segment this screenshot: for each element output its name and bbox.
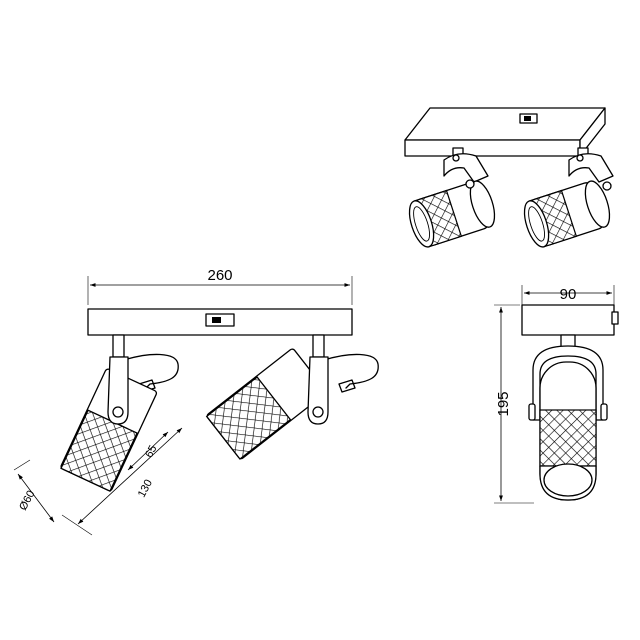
iso-spotlight-left [408, 147, 496, 248]
dimension-label-195: 195 [495, 391, 512, 416]
dimension-diameter: Ø60 [13, 459, 55, 523]
dimension-label-65: 65 [143, 443, 159, 459]
isometric-view [404, 107, 614, 248]
side-knob-left [528, 403, 536, 421]
spotlight-left [60, 334, 179, 492]
bracket-right [307, 356, 329, 425]
cable-clip-right [338, 379, 356, 393]
dimension-height-side: 195 [494, 304, 534, 504]
front-view: 260 [13, 267, 379, 536]
dimension-label-90: 90 [560, 286, 577, 303]
dimension-width-side: 90 [521, 285, 615, 308]
mesh-right [205, 376, 292, 460]
iso-plate-top [404, 107, 606, 141]
side-view: 90 195 [494, 285, 619, 504]
dimension-width-front: 260 [87, 267, 353, 305]
knob-right [312, 406, 324, 418]
spotlight-right [205, 334, 379, 460]
side-mesh [539, 409, 597, 467]
switch [205, 313, 235, 327]
iso-bracket-right [568, 153, 614, 183]
iso-spotlight-right [523, 147, 614, 248]
dimension-label-260: 260 [207, 267, 232, 284]
iso-plate-front [404, 139, 581, 157]
iso-bracket-left [443, 153, 489, 183]
cable-left [123, 353, 179, 389]
cable-right [323, 353, 379, 389]
side-plate [521, 304, 615, 336]
side-switch [611, 311, 619, 325]
side-lens [543, 463, 593, 497]
knob-left [112, 406, 124, 418]
stem-right [312, 334, 325, 358]
side-knob-right [600, 403, 608, 421]
dimension-label-130: 130 [136, 478, 155, 500]
bracket-left [107, 356, 129, 425]
stem-left [112, 334, 125, 358]
dimension-label-diameter: Ø60 [17, 489, 37, 513]
